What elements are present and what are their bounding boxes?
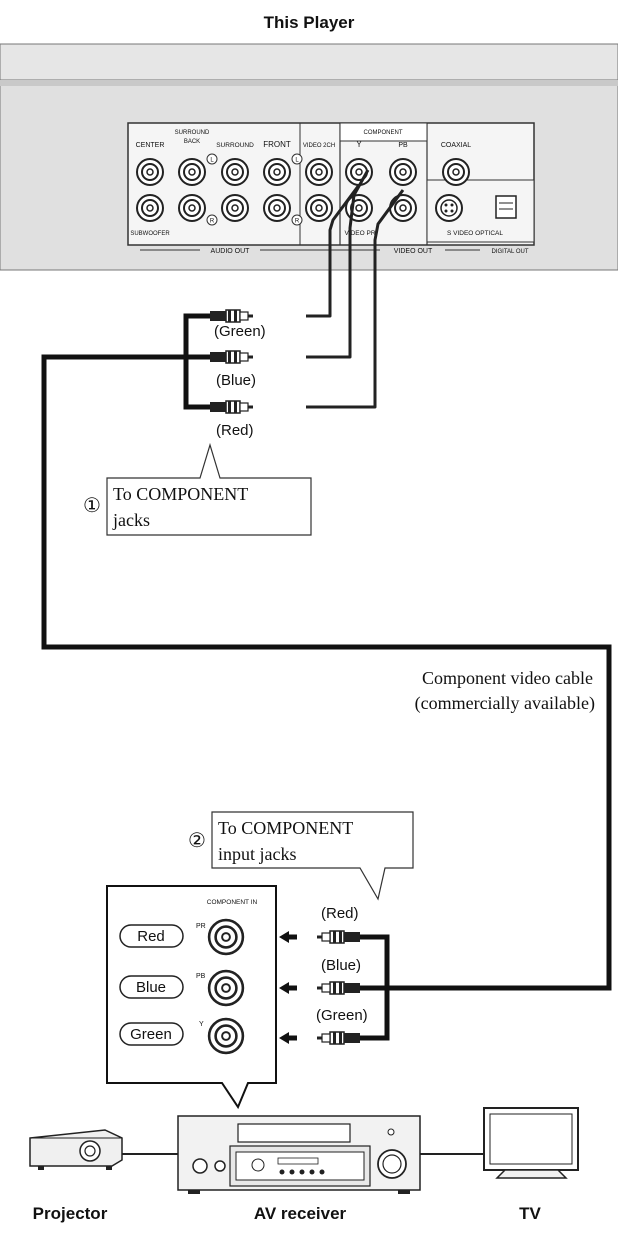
upper-cable-leads — [306, 169, 405, 409]
cable-label-line2: (commercially available) — [415, 693, 595, 714]
lr-markers: L R L R — [206, 153, 303, 226]
jack-label-surround: SURROUND — [216, 142, 254, 149]
port-label-red: Red — [137, 928, 165, 945]
jack-label-surround-back-1: SURROUND — [175, 130, 210, 136]
jack-label-center: CENTER — [136, 142, 165, 149]
callout-to-component-jacks: ① To COMPONENT jacks — [83, 442, 312, 536]
callout2-line2: input jacks — [218, 844, 297, 864]
callout2-number: ② — [188, 830, 206, 852]
component-header: COMPONENT — [364, 130, 403, 136]
l-marker: L — [295, 158, 299, 164]
video-out-label: VIDEO OUT — [394, 248, 433, 255]
jack-label-y-in: Y — [199, 1021, 204, 1028]
player-rear-panel: CENTER SURROUND BACK SURROUND FRONT VIDE… — [0, 43, 618, 271]
top-plug-red-label: (Red) — [216, 422, 254, 439]
av-receiver-label: AV receiver — [254, 1204, 347, 1223]
callout1-line2: jacks — [112, 510, 150, 530]
callout1-number: ① — [83, 495, 101, 517]
component-in-header: COMPONENT IN — [207, 899, 258, 906]
l-marker: L — [210, 158, 214, 164]
r-marker: R — [295, 219, 300, 225]
tv-label: TV — [519, 1204, 541, 1223]
top-plug-group — [41, 309, 612, 991]
receiver-component-in-panel: COMPONENT IN Red Blue Green PR PB Y — [106, 885, 277, 1110]
jack-label-video-pr: VIDEO PR — [344, 230, 375, 237]
jack-label-s-video-optical: S VIDEO OPTICAL — [447, 230, 503, 237]
callout1-line1: To COMPONENT — [113, 484, 248, 504]
jack-label-front: FRONT — [263, 140, 291, 149]
jack-label-pr: PR — [196, 923, 206, 930]
jack-label-subwoofer: SUBWOOFER — [130, 231, 170, 237]
jack-label-coaxial: COAXIAL — [441, 142, 471, 149]
callout2-line1: To COMPONENT — [218, 818, 353, 838]
port-label-blue: Blue — [136, 979, 166, 996]
jack-label-y: Y — [356, 140, 362, 149]
tv-icon — [483, 1107, 579, 1179]
bottom-plug-blue-label: (Blue) — [321, 957, 361, 974]
receiver-jack-pb — [207, 969, 245, 1007]
top-plug-green-label: (Green) — [214, 323, 266, 340]
page-title: This Player — [264, 13, 355, 32]
jack-label-surround-back-2: BACK — [184, 139, 200, 145]
callout-to-component-input-jacks: ② To COMPONENT input jacks — [188, 811, 414, 901]
receiver-jack-pr — [207, 918, 245, 956]
receiver-jack-y — [207, 1017, 245, 1055]
digital-out-label: DIGITAL OUT — [491, 249, 528, 255]
bottom-plug-green-label: (Green) — [316, 1007, 368, 1024]
projector-icon — [29, 1129, 123, 1170]
bottom-plug-group — [279, 930, 390, 1045]
cable-label-line1: Component video cable — [422, 668, 593, 688]
projector-label: Projector — [33, 1204, 108, 1223]
r-marker: R — [210, 219, 215, 225]
jack-label-pb: PB — [398, 142, 408, 149]
bottom-plug-red-label: (Red) — [321, 905, 359, 922]
port-label-green: Green — [130, 1026, 172, 1043]
audio-out-label: AUDIO OUT — [211, 248, 251, 255]
av-receiver-icon — [177, 1115, 421, 1194]
top-plug-blue-label: (Blue) — [216, 372, 256, 389]
jack-label-video-2ch: VIDEO 2CH — [303, 143, 335, 149]
jack-label-pb-in: PB — [196, 973, 206, 980]
